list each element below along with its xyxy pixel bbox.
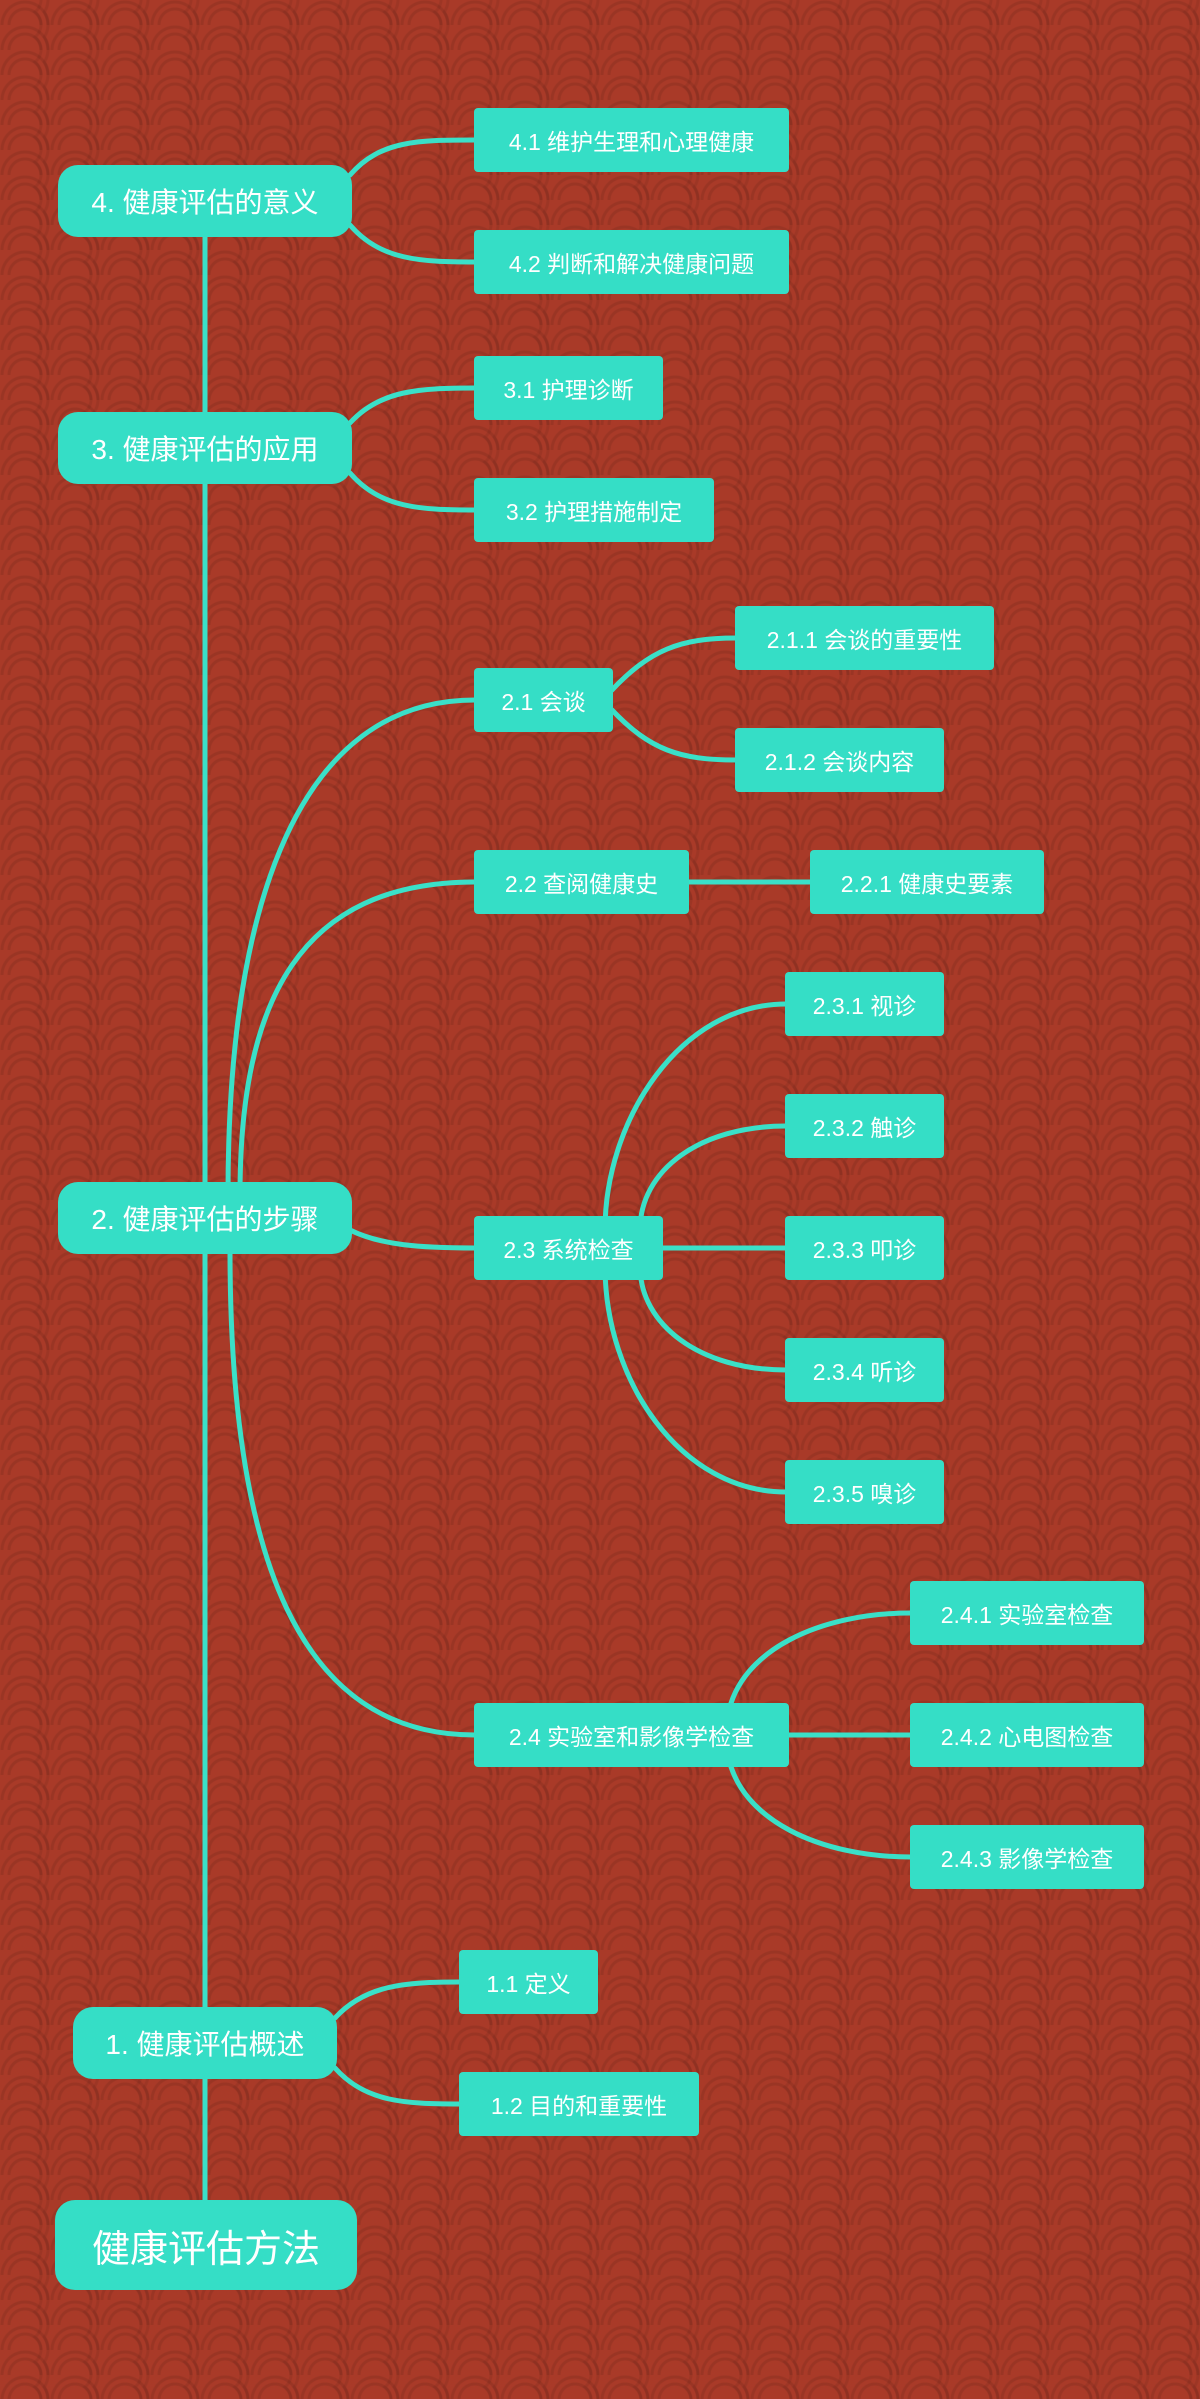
link-3-3.1 bbox=[347, 385, 478, 426]
link-2-2.3 bbox=[347, 1227, 478, 1251]
node-1-1[interactable]: 1.1 定义 bbox=[459, 1950, 598, 2014]
root-node[interactable]: 健康评估方法 bbox=[55, 2200, 357, 2290]
node-2-1-1[interactable]: 2.1.1 会谈的重要性 bbox=[735, 606, 994, 670]
node-2-3-3[interactable]: 2.3.3 叩诊 bbox=[785, 1216, 944, 1280]
link-2-2.1 bbox=[225, 697, 478, 1198]
link-2.4-2.4.1 bbox=[725, 1610, 914, 1718]
node-2-2-1[interactable]: 2.2.1 健康史要素 bbox=[810, 850, 1044, 914]
node-2-4-3[interactable]: 2.4.3 影像学检查 bbox=[910, 1825, 1144, 1889]
node-1-2[interactable]: 1.2 目的和重要性 bbox=[459, 2072, 699, 2136]
node-2-4[interactable]: 2.4 实验室和影像学检查 bbox=[474, 1703, 789, 1767]
link-2.1-2.1.2 bbox=[609, 707, 739, 763]
node-4-2[interactable]: 4.2 判断和解决健康问题 bbox=[474, 230, 789, 294]
node-4-1[interactable]: 4.1 维护生理和心理健康 bbox=[474, 108, 789, 172]
link-2.3-2.3.2 bbox=[637, 1123, 789, 1233]
link-2.3-2.3.5 bbox=[602, 1263, 789, 1495]
link-2.4-2.4.3 bbox=[725, 1752, 914, 1860]
node-2-4-1[interactable]: 2.4.1 实验室检查 bbox=[910, 1581, 1144, 1645]
branch-4-node[interactable]: 4. 健康评估的意义 bbox=[58, 165, 352, 237]
link-1-1.2 bbox=[332, 2065, 463, 2107]
link-2-2.2 bbox=[237, 879, 478, 1198]
link-4-4.2 bbox=[347, 222, 478, 265]
link-2.3-2.3.4 bbox=[637, 1263, 789, 1373]
link-1-1.1 bbox=[332, 1979, 463, 2021]
node-2-2[interactable]: 2.2 查阅健康史 bbox=[474, 850, 689, 914]
node-2-3-1[interactable]: 2.3.1 视诊 bbox=[785, 972, 944, 1036]
branch-3-node[interactable]: 3. 健康评估的应用 bbox=[58, 412, 352, 484]
link-2.3-2.3.1 bbox=[602, 1001, 789, 1233]
link-3-3.2 bbox=[347, 470, 478, 513]
node-2-1[interactable]: 2.1 会谈 bbox=[474, 668, 613, 732]
branch-1-node[interactable]: 1. 健康评估概述 bbox=[73, 2007, 337, 2079]
node-2-3-2[interactable]: 2.3.2 触诊 bbox=[785, 1094, 944, 1158]
node-2-3[interactable]: 2.3 系统检查 bbox=[474, 1216, 663, 1280]
link-2.1-2.1.1 bbox=[609, 635, 739, 693]
node-2-3-4[interactable]: 2.3.4 听诊 bbox=[785, 1338, 944, 1402]
node-3-1[interactable]: 3.1 护理诊断 bbox=[474, 356, 663, 420]
link-2-2.4 bbox=[227, 1247, 478, 1738]
node-2-1-2[interactable]: 2.1.2 会谈内容 bbox=[735, 728, 944, 792]
node-2-4-2[interactable]: 2.4.2 心电图检查 bbox=[910, 1703, 1144, 1767]
node-2-3-5[interactable]: 2.3.5 嗅诊 bbox=[785, 1460, 944, 1524]
branch-2-node[interactable]: 2. 健康评估的步骤 bbox=[58, 1182, 352, 1254]
link-4-4.1 bbox=[347, 137, 478, 178]
node-3-2[interactable]: 3.2 护理措施制定 bbox=[474, 478, 714, 542]
